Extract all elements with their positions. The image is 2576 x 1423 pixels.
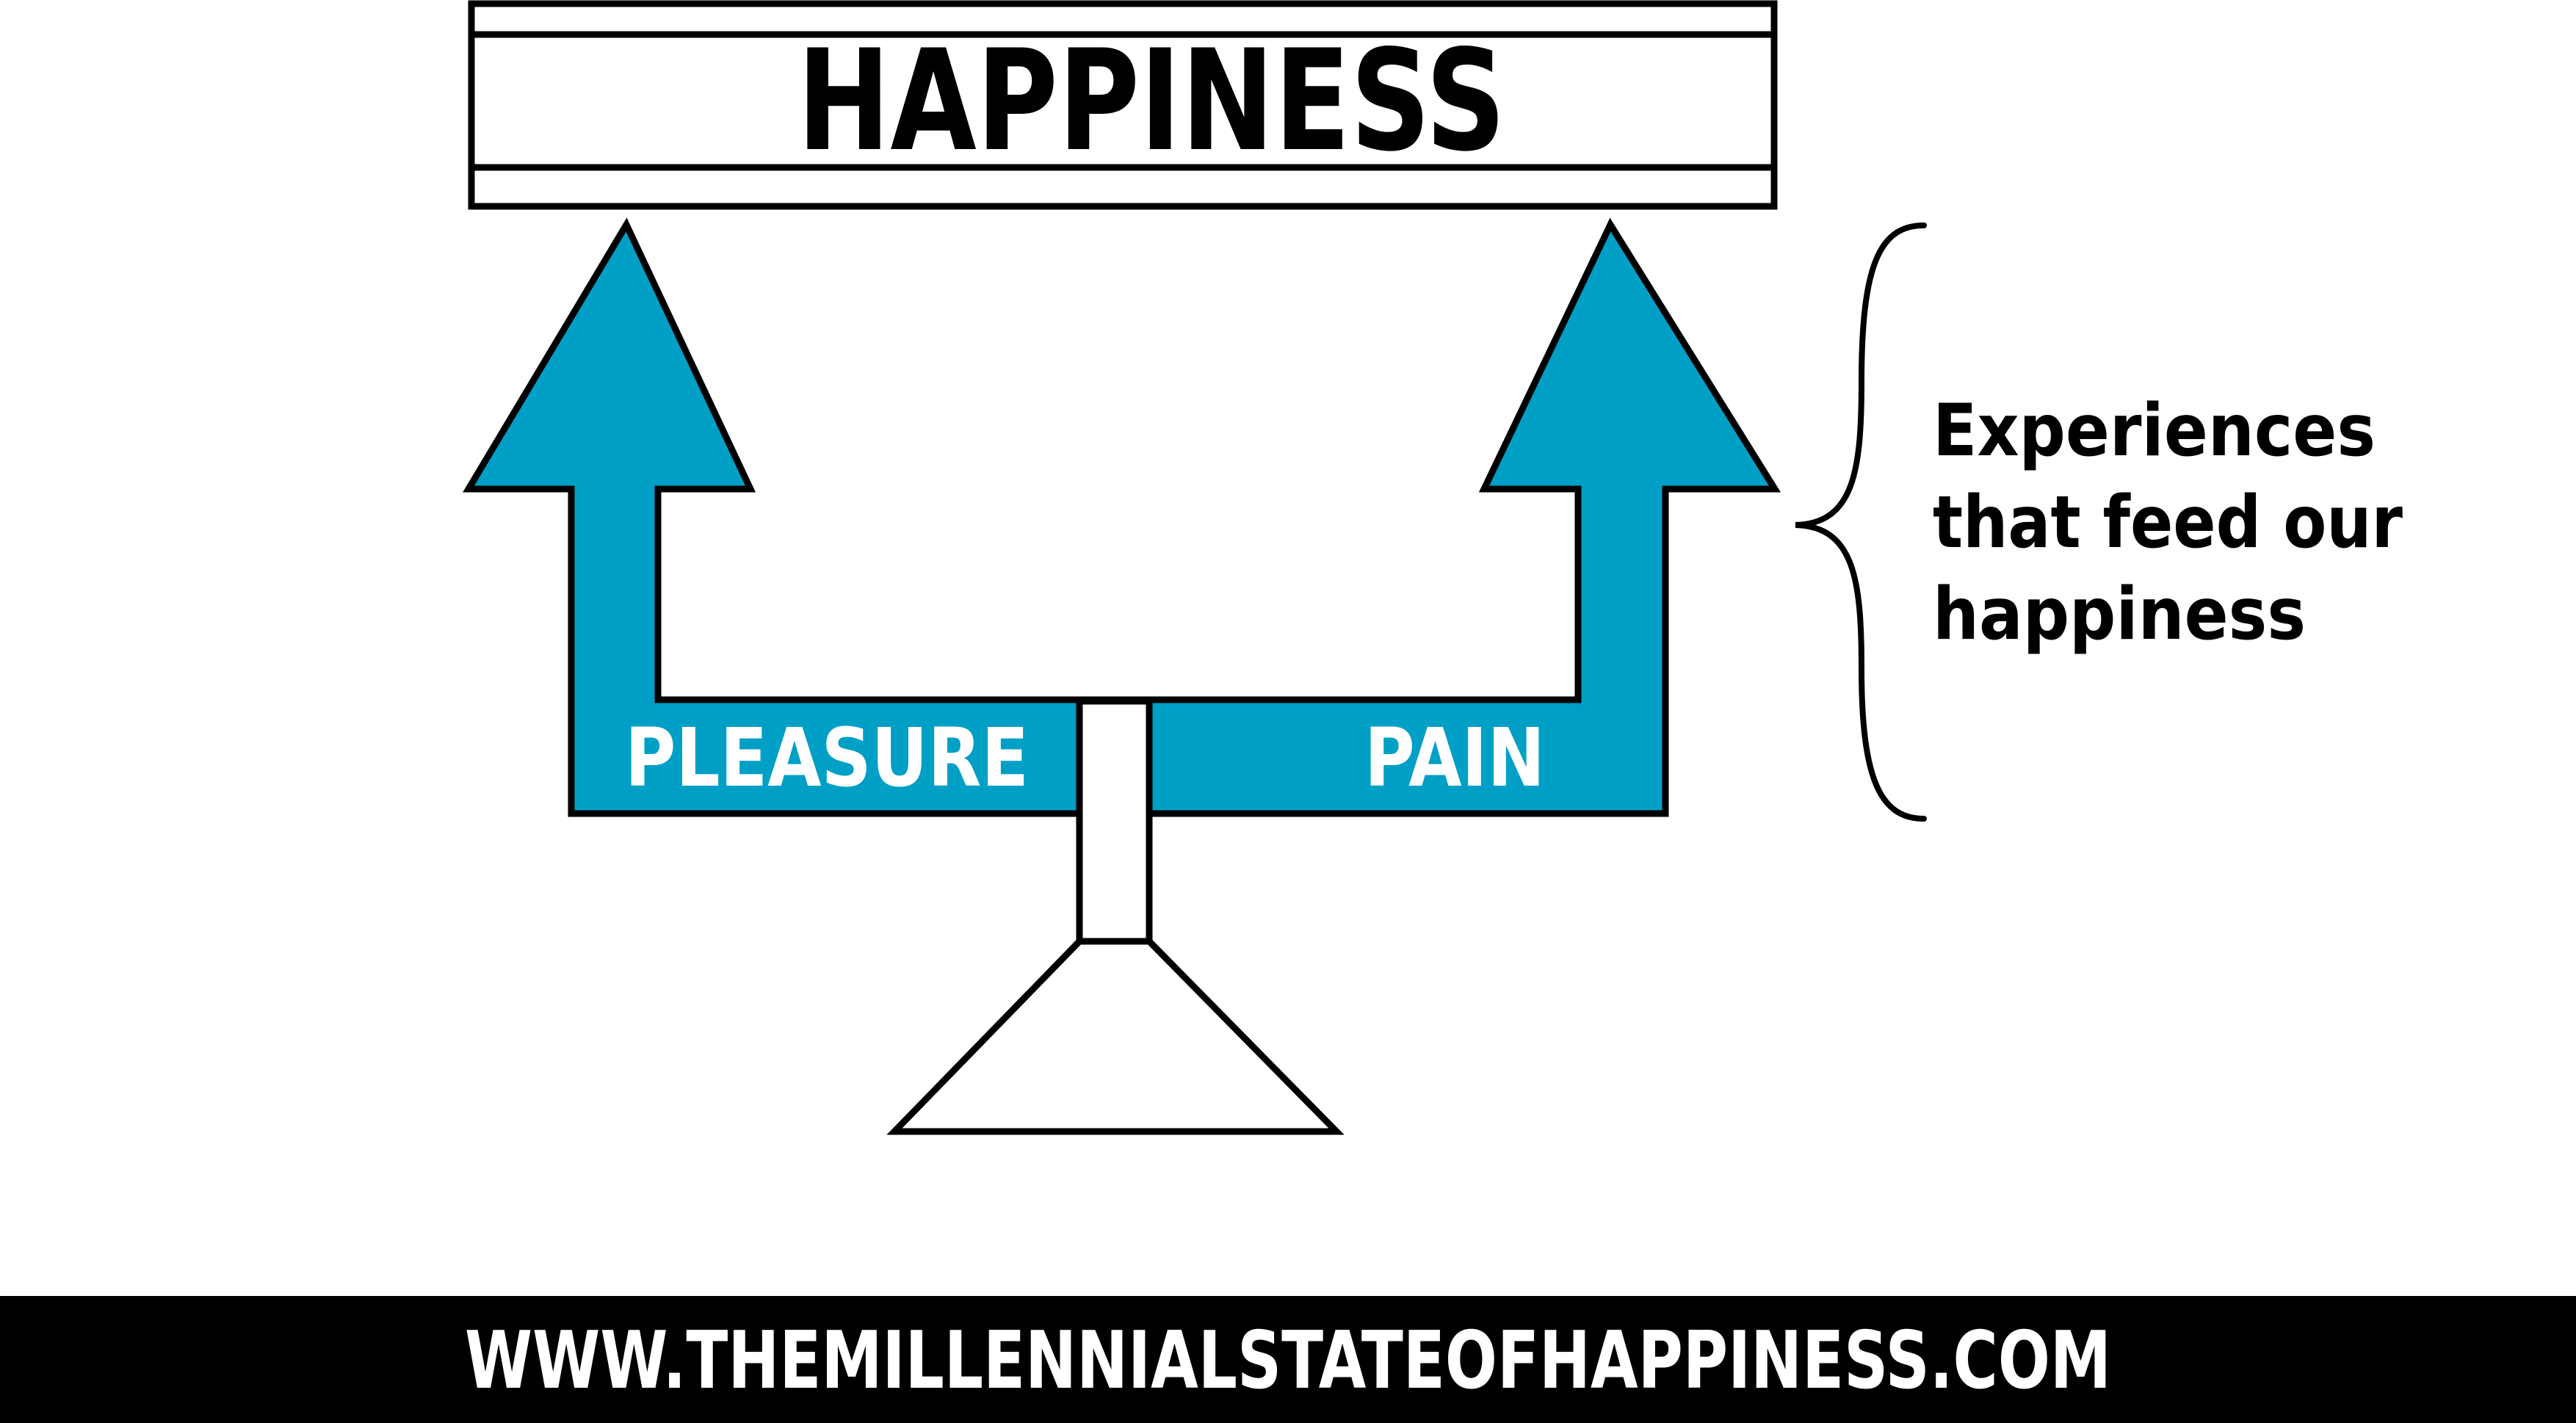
fulcrum-base [886,938,1345,1135]
fulcrum-post [1076,698,1153,945]
pain-label: PAIN [1364,711,1545,805]
curly-brace [1795,222,1927,822]
annotation-line-3: happiness [1933,573,2306,656]
banner-title: HAPPINESS [797,20,1506,182]
balance-arrows [463,217,1781,817]
happiness-banner: HAPPINESS [468,0,1778,210]
pleasure-label: PLEASURE [625,711,1029,805]
annotation-line-1: Experiences [1933,389,2376,473]
footer-url: WWW.THEMILLENNIALSTATEOFHAPPINESS.COM [465,1315,2111,1407]
annotation-line-2: that feed our [1933,481,2403,565]
footer-bar [0,1296,2576,1423]
